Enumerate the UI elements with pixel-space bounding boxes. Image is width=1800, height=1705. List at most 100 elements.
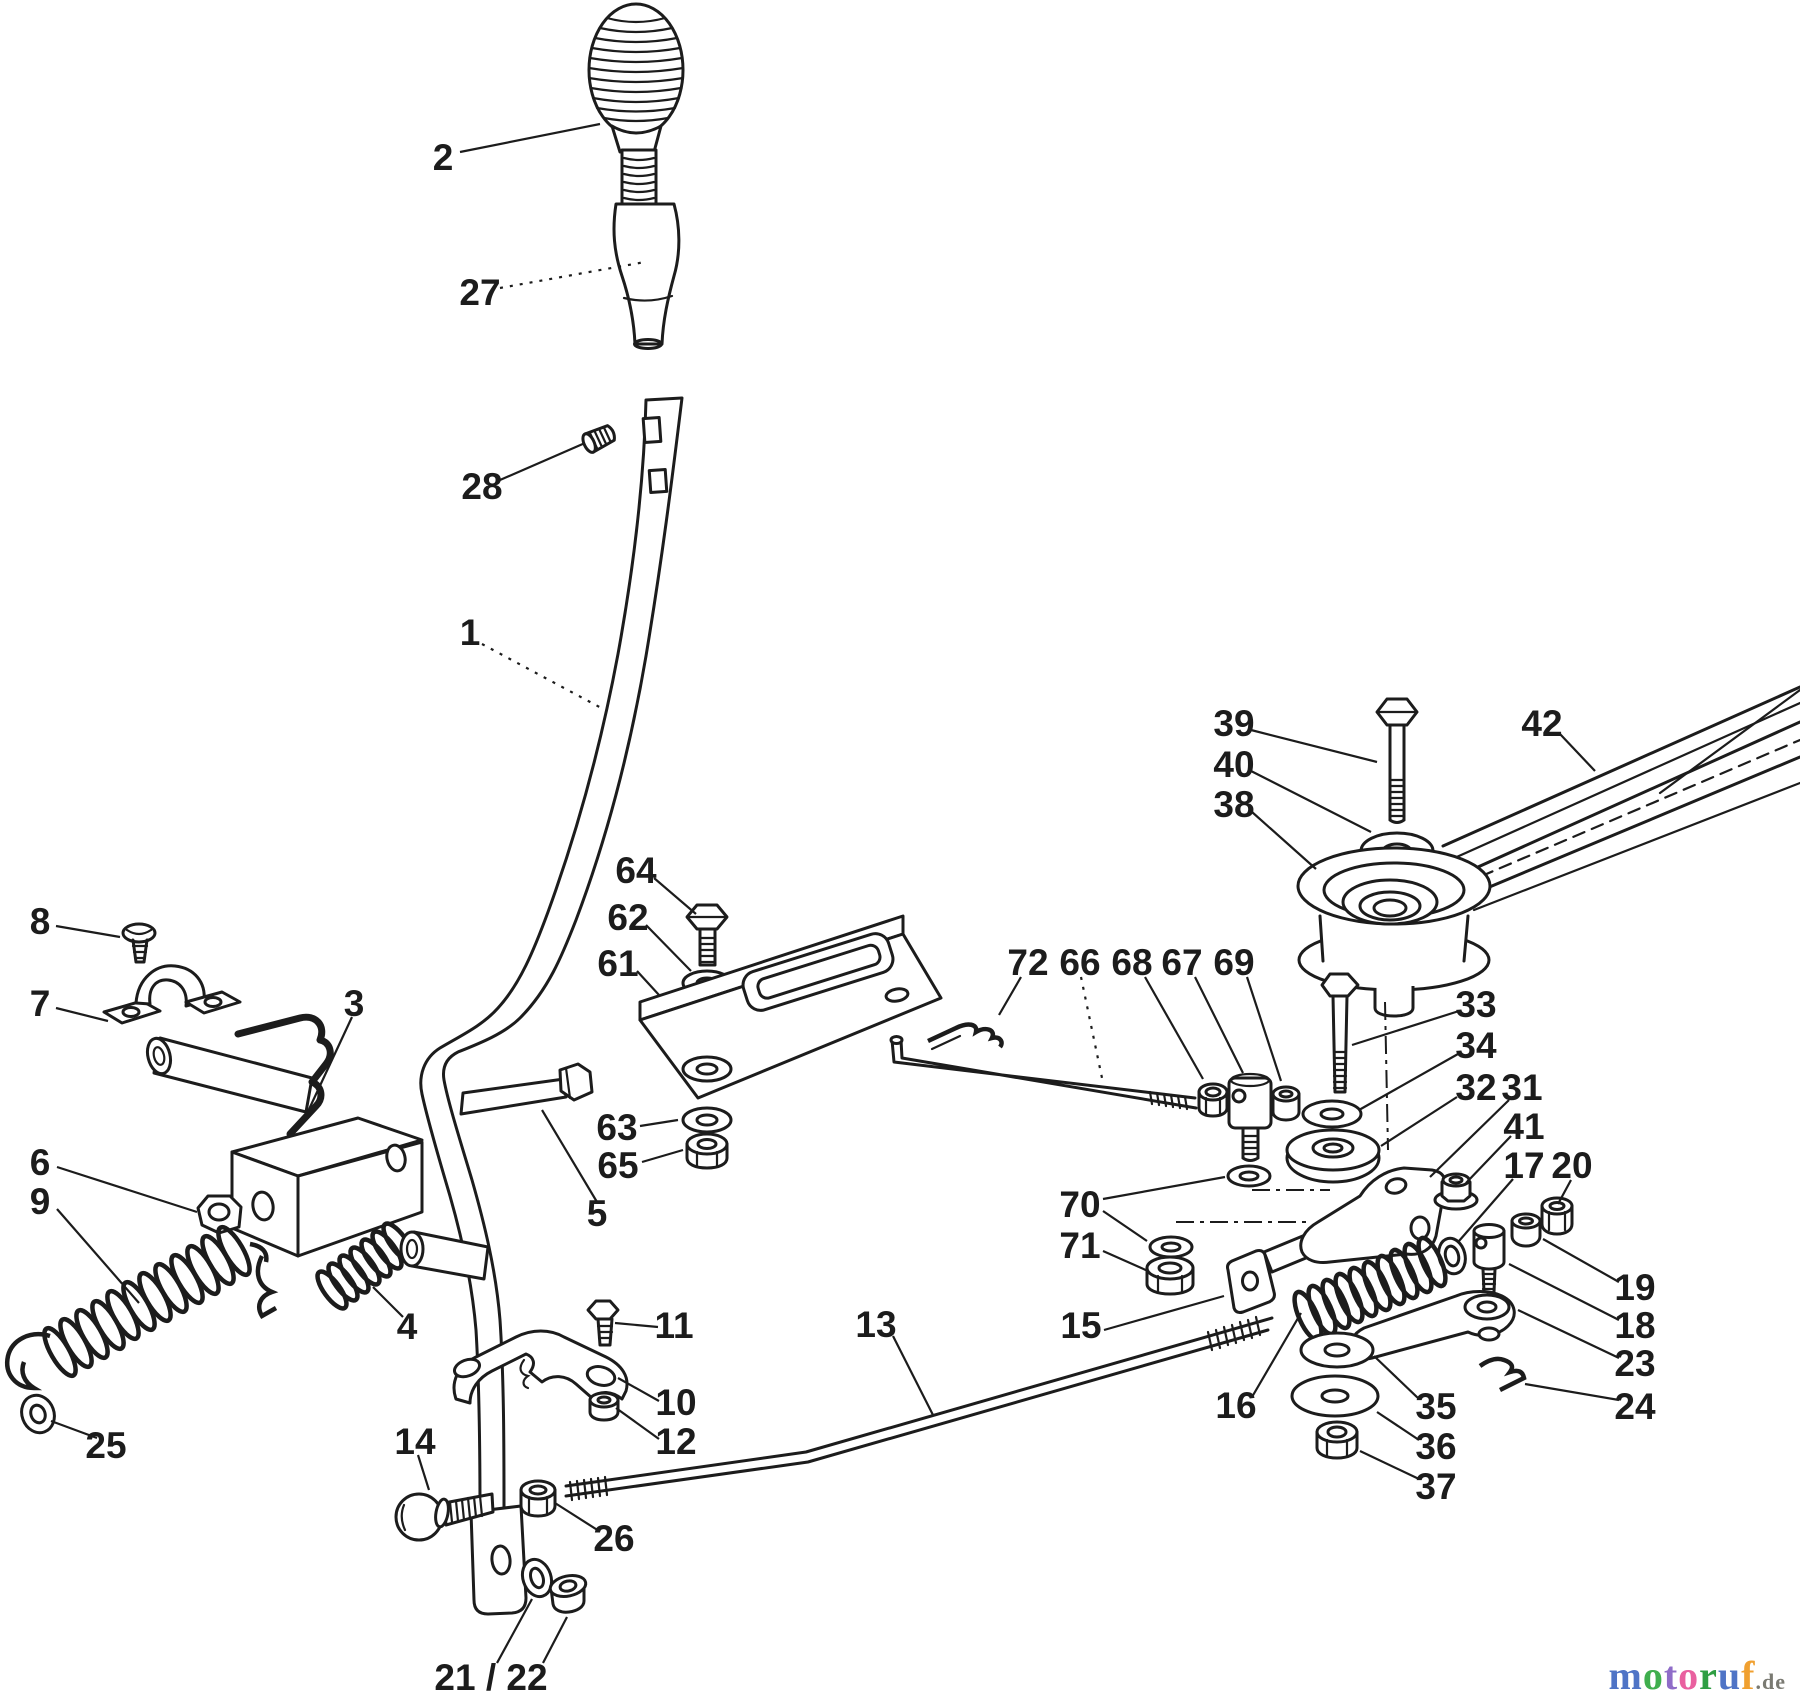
- part-label-15: 15: [1060, 1305, 1101, 1346]
- washer-35-shape: [1299, 1331, 1375, 1369]
- part-label-26: 26: [593, 1518, 634, 1559]
- part-label-61: 61: [597, 943, 638, 984]
- leader-line-35: [1373, 1355, 1420, 1400]
- grip-shape: [612, 148, 681, 350]
- logo-letter: u: [1717, 1653, 1742, 1698]
- leader-line-21-22: [542, 1616, 568, 1664]
- washer-25-shape: [20, 1393, 56, 1435]
- coupler-18-shape: [1472, 1223, 1506, 1295]
- link-rod-13-shape: [564, 1315, 1274, 1502]
- part-label-31: 31: [1501, 1067, 1542, 1108]
- part-label-21-22: 21 / 22: [434, 1657, 547, 1698]
- part-label-6: 6: [30, 1142, 51, 1183]
- washer-34-shape: [1301, 1099, 1363, 1129]
- nut-12-shape: [588, 1391, 620, 1422]
- set-screw-shape: [581, 424, 616, 454]
- leader-line-34: [1358, 1053, 1459, 1111]
- leader-line-15: [1103, 1294, 1225, 1332]
- nut-22-shape: [548, 1574, 588, 1614]
- logo-letter: m: [1608, 1653, 1643, 1698]
- support-bracket-shape: [230, 1116, 424, 1320]
- part-label-3: 3: [344, 983, 365, 1024]
- leader-line-27: [499, 260, 646, 290]
- part-label-65: 65: [597, 1145, 638, 1186]
- leader-line-26: [554, 1502, 600, 1532]
- leader-line-28: [499, 441, 586, 482]
- leader-line-17: [1458, 1178, 1514, 1242]
- part-label-28: 28: [461, 466, 502, 507]
- leader-line-66: [1079, 976, 1104, 1079]
- part-label-66: 66: [1059, 942, 1100, 983]
- part-label-5: 5: [587, 1193, 608, 1234]
- leader-line-62: [645, 924, 692, 972]
- hook-pin-shape: [145, 1013, 334, 1138]
- nut-6-shape: [196, 1194, 243, 1235]
- part-label-63: 63: [596, 1107, 637, 1148]
- part-label-2: 2: [433, 137, 454, 178]
- leader-line-11: [614, 1321, 659, 1329]
- part-label-14: 14: [394, 1421, 436, 1462]
- leader-line-72: [998, 976, 1022, 1016]
- part-label-12: 12: [655, 1421, 696, 1462]
- washer-63-shape: [681, 1106, 733, 1134]
- leader-line-40: [1250, 770, 1372, 833]
- nut-37-shape: [1315, 1420, 1359, 1460]
- leader-line-10: [617, 1377, 660, 1402]
- leader-line-7: [55, 1006, 109, 1023]
- part-label-16: 16: [1215, 1385, 1256, 1426]
- part-label-8: 8: [30, 901, 51, 942]
- part-label-9: 9: [30, 1181, 51, 1222]
- washer-21-shape: [520, 1557, 554, 1599]
- bolt-33-shape: [1320, 972, 1360, 1094]
- leader-line-67: [1194, 976, 1244, 1074]
- logo-letter: r: [1699, 1653, 1718, 1698]
- saddle-clamp-shape: [102, 964, 242, 1025]
- bolt-11-shape: [586, 1299, 620, 1347]
- leader-line-18: [1508, 1263, 1620, 1321]
- coupler-67-shape: [1227, 1072, 1273, 1162]
- leader-line-24: [1524, 1382, 1620, 1402]
- leader-line-64: [653, 877, 697, 915]
- leader-line-69: [1245, 976, 1283, 1082]
- part-label-38: 38: [1213, 784, 1254, 825]
- spring-4-shape: [315, 1221, 415, 1311]
- leader-line-32: [1380, 1096, 1458, 1147]
- part-label-10: 10: [655, 1382, 696, 1423]
- logo-letter: o: [1678, 1653, 1700, 1698]
- leader-line-38: [1251, 811, 1317, 870]
- link-arm-23-shape: [1349, 1290, 1516, 1361]
- leader-line-9: [56, 1208, 140, 1304]
- part-label-35: 35: [1415, 1386, 1456, 1427]
- leader-line-3: [303, 1016, 353, 1121]
- leader-line-39: [1250, 728, 1378, 764]
- leader-line-5: [541, 1109, 598, 1203]
- part-label-25: 25: [85, 1425, 126, 1466]
- ball-joint-14-shape: [394, 1492, 495, 1542]
- part-label-33: 33: [1455, 984, 1496, 1025]
- nut-68-shape: [1197, 1082, 1229, 1118]
- leader-line-25: [50, 1419, 98, 1440]
- leader-line-16: [1251, 1312, 1302, 1398]
- leader-line-6: [56, 1165, 198, 1214]
- part-label-24: 24: [1614, 1386, 1656, 1427]
- part-label-27: 27: [459, 272, 500, 313]
- motoruf-logo-suffix: .de: [1755, 1669, 1786, 1694]
- leader-line-13: [892, 1335, 934, 1416]
- motoruf-logo[interactable]: motoruf.de: [1609, 1652, 1787, 1699]
- nut-19-shape: [1510, 1212, 1542, 1248]
- part-label-17: 17: [1503, 1145, 1544, 1186]
- leader-line-68: [1144, 976, 1204, 1080]
- part-label-19: 19: [1614, 1267, 1655, 1308]
- leader-line-33: [1351, 1009, 1460, 1047]
- part-label-70: 70: [1059, 1184, 1100, 1225]
- motoruf-logo-letters: motoruf: [1609, 1653, 1756, 1698]
- leader-line-20: [1557, 1179, 1572, 1205]
- leader-line-8: [55, 924, 121, 939]
- washers-70-shape: [1148, 1164, 1272, 1259]
- logo-letter: o: [1642, 1653, 1664, 1698]
- leader-line-2: [459, 122, 601, 154]
- nut-20-shape: [1540, 1196, 1574, 1236]
- part-label-40: 40: [1213, 744, 1254, 785]
- cotter-pin-24-shape: [1478, 1356, 1527, 1393]
